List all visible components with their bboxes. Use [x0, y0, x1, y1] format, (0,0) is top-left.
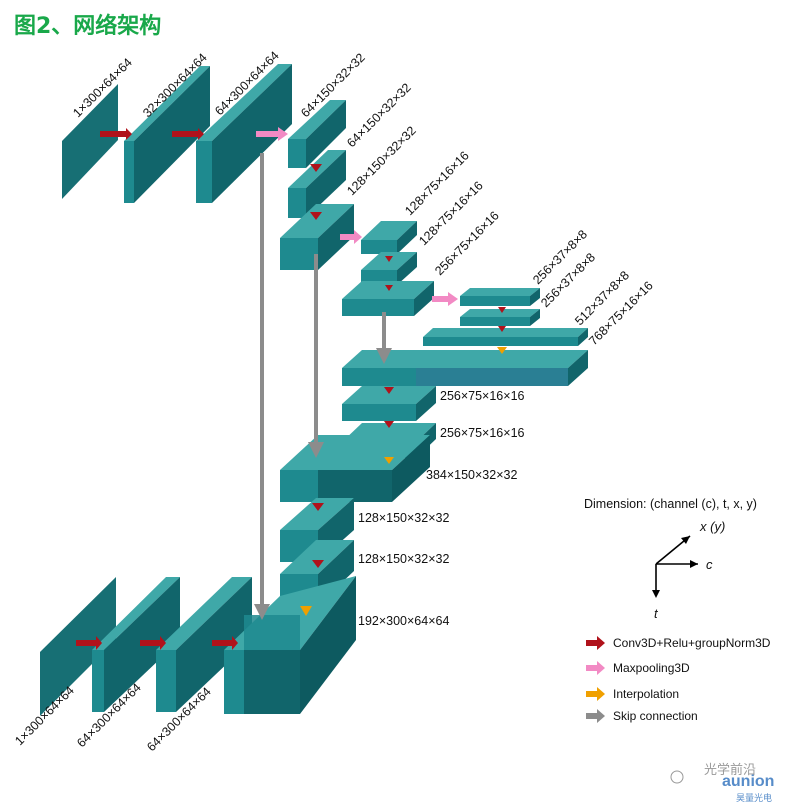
legend-label-skip: Skip connection [613, 709, 698, 723]
watermark: 光学前沿 aunion 昊量光电 [670, 762, 774, 803]
encoder-block-128x75-a [361, 221, 417, 254]
dimension-key: Dimension: (channel (c), t, x, y) x (y) … [584, 497, 757, 621]
interp-arrows [300, 347, 507, 616]
decoder-label-5: 128×150×32×32 [358, 552, 449, 566]
decoder-label-1: 256×75×16×16 [440, 389, 525, 403]
decoder-label-4: 128×150×32×32 [358, 511, 449, 525]
encoder-slab-3 [196, 64, 292, 203]
encoder-block-128x150 [280, 204, 354, 270]
encoder-block-256x37-b [460, 309, 540, 326]
legend-label-pool: Maxpooling3D [613, 661, 690, 675]
axis-xy-label: x (y) [699, 519, 725, 534]
legend-label-conv: Conv3D+Relu+groupNorm3D [613, 636, 771, 650]
watermark-brand: aunion [722, 773, 774, 790]
encoder-block-256x75 [342, 281, 434, 316]
legend-item-pool: Maxpooling3D [586, 661, 690, 675]
pink-arrow-icon [586, 661, 605, 675]
skip-connections [254, 153, 392, 620]
conv-arrows [76, 128, 506, 650]
axis-c-label: c [706, 557, 713, 572]
red-arrow-icon [586, 636, 605, 650]
gray-arrow-icon [586, 709, 605, 723]
decoder-block-384x150 [280, 435, 430, 502]
legend-item-conv: Conv3D+Relu+groupNorm3D [586, 636, 771, 650]
watermark-text: 光学前沿 [704, 762, 756, 777]
decoder-block-256x75-a [342, 386, 436, 421]
bottom-slab-1 [40, 577, 116, 716]
axis-t-label: t [654, 606, 659, 621]
pool-arrows [256, 127, 458, 306]
encoder-block-64x150-a [288, 100, 346, 168]
watermark-brand-sub: 昊量光电 [736, 792, 772, 803]
legend-item-interp: Interpolation [586, 687, 679, 701]
decoder-label-6: 192×300×64×64 [358, 614, 449, 628]
decoder-label-group: 256×75×16×16 256×75×16×16 384×150×32×32 … [358, 389, 525, 628]
decoder-label-3: 384×150×32×32 [426, 468, 517, 482]
legend-label-interp: Interpolation [613, 687, 679, 701]
encoder-slab-1 [62, 84, 118, 199]
dimension-title: Dimension: (channel (c), t, x, y) [584, 497, 757, 511]
encoder-block-512x37 [423, 328, 588, 346]
encoder-block-256x37-a [460, 288, 540, 306]
decoder-label-2: 256×75×16×16 [440, 426, 525, 440]
legend-item-skip: Skip connection [586, 709, 698, 723]
orange-arrow-icon [586, 687, 605, 701]
output-block-192x300 [224, 576, 356, 714]
legend: Conv3D+Relu+groupNorm3D Maxpooling3D Int… [586, 636, 771, 723]
wechat-icon [670, 770, 684, 784]
figure-title: 图2、网络架构 [14, 14, 162, 39]
bottleneck-block-768x75 [342, 350, 588, 386]
